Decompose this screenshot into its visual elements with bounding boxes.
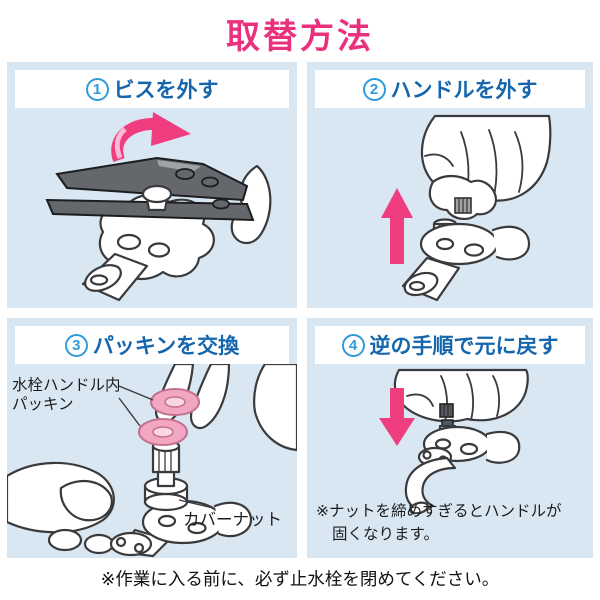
step-panel-3: 3 パッキンを交換 xyxy=(7,318,297,558)
packing-label: 水栓ハンドル内 パッキン xyxy=(12,377,121,414)
up-arrow-icon xyxy=(381,188,413,264)
footer-note: ※作業に入る前に、必ず止水栓を閉めてください。 xyxy=(100,569,500,589)
step-2-label: ハンドルを外す xyxy=(390,79,538,102)
illustration-replace-packing xyxy=(7,364,297,558)
step-4-label: 逆の手順で元に戻す xyxy=(369,335,559,358)
illustration-reassemble xyxy=(379,368,529,514)
step-2-number-badge: 2 xyxy=(362,77,386,101)
illustration-remove-handle xyxy=(381,114,552,302)
rotate-arrow-icon xyxy=(111,112,191,163)
step-3-header: 3 パッキンを交換 xyxy=(15,326,289,364)
step-3-label: パッキンを交換 xyxy=(92,335,240,358)
step-1-number-badge: 1 xyxy=(85,77,109,101)
cover-nut-label: カバーナット xyxy=(183,511,282,529)
step-panel-4: 4 逆の手順で元に戻す ※ナットを締めすぎるとハンドルが 固くなります。 xyxy=(307,318,593,558)
overtighten-note: ※ナットを締めすぎるとハンドルが 固くなります。 xyxy=(316,503,562,544)
page-title: 取替方法 xyxy=(226,18,374,56)
step-panel-1: 1 ビスを外す xyxy=(7,62,297,308)
down-arrow-icon xyxy=(379,388,415,446)
step-1-label: ビスを外す xyxy=(113,79,219,102)
packing-rings xyxy=(138,388,200,446)
illustration-remove-screw xyxy=(45,112,272,302)
step-4-header: 4 逆の手順で元に戻す xyxy=(315,326,585,364)
pliers-tool xyxy=(45,156,255,222)
step-4-number-badge: 4 xyxy=(341,333,365,357)
step-2-header: 2 ハンドルを外す xyxy=(315,70,585,108)
step-panel-2: 2 ハンドルを外す xyxy=(307,62,593,308)
step-3-number-badge: 3 xyxy=(64,333,88,357)
step-1-header: 1 ビスを外す xyxy=(15,70,289,108)
